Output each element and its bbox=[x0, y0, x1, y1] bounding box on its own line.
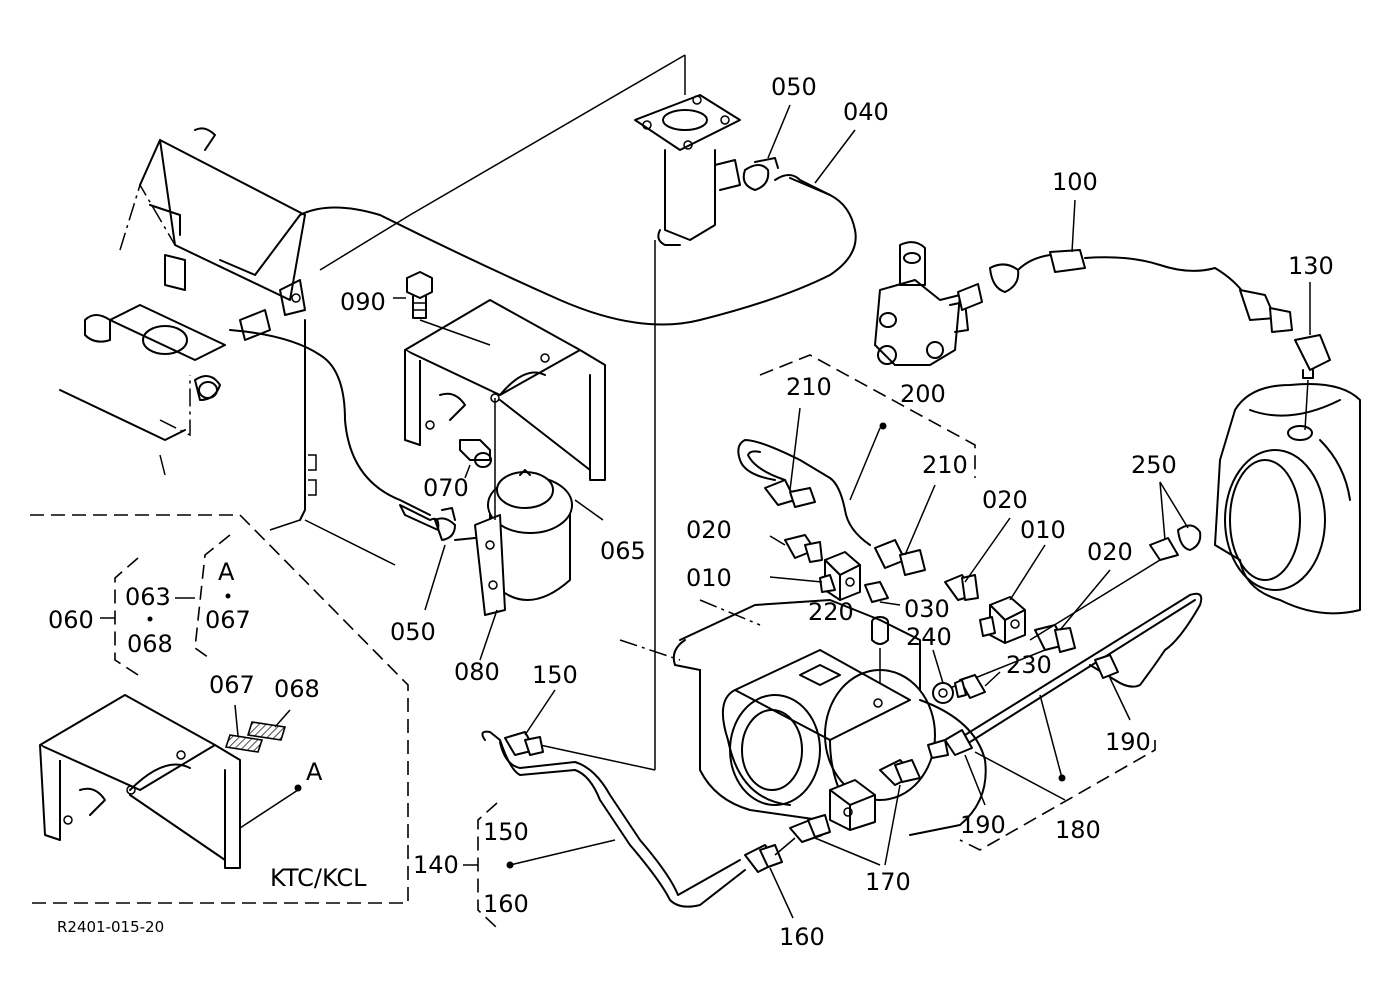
pad-068 bbox=[246, 721, 287, 741]
label-210-a: 210 bbox=[786, 373, 832, 401]
label-a-2: A bbox=[306, 758, 323, 786]
fitting-170-a bbox=[879, 759, 921, 786]
pipe-150-160 bbox=[481, 730, 796, 908]
hose-100 bbox=[957, 249, 1293, 333]
label-065: 065 bbox=[600, 537, 646, 565]
pipe-190 bbox=[964, 592, 1203, 736]
label-090: 090 bbox=[340, 288, 386, 316]
master-cylinder bbox=[634, 94, 741, 246]
inset-border bbox=[30, 514, 409, 904]
fitting-250 bbox=[1149, 524, 1202, 561]
label-160: 160 bbox=[779, 923, 825, 951]
brake-valve bbox=[874, 241, 969, 366]
group-bracket-180 bbox=[959, 740, 1156, 851]
label-230: 230 bbox=[1006, 651, 1052, 679]
label-180: 180 bbox=[1055, 816, 1101, 844]
pump-body bbox=[619, 599, 987, 836]
label-170: 170 bbox=[865, 868, 911, 896]
group-bracket-200 bbox=[759, 354, 976, 478]
label-067-a: 067 bbox=[205, 606, 251, 634]
label-010-b: 010 bbox=[1020, 516, 1066, 544]
fitting-030 bbox=[864, 581, 889, 603]
label-150-a: 150 bbox=[532, 661, 578, 689]
label-140: 140 bbox=[413, 851, 459, 879]
block-010-b bbox=[979, 596, 1026, 644]
elbow-130 bbox=[1294, 334, 1331, 379]
pedal-bracket-assembly bbox=[59, 127, 431, 566]
reservoir-080 bbox=[454, 469, 573, 616]
label-240: 240 bbox=[906, 623, 952, 651]
clamp-050-bottom bbox=[399, 504, 456, 541]
label-100: 100 bbox=[1052, 168, 1098, 196]
label-050-bottom: 050 bbox=[390, 618, 436, 646]
label-020-b: 020 bbox=[982, 486, 1028, 514]
fitting-020-c bbox=[1034, 624, 1076, 653]
hydraulic-hose bbox=[299, 177, 857, 326]
fitting-070 bbox=[459, 439, 492, 468]
label-068-a: 068 bbox=[127, 630, 173, 658]
fitting-020-a bbox=[784, 534, 823, 563]
label-020-a: 020 bbox=[686, 516, 732, 544]
label-190-a: 190 bbox=[1105, 728, 1151, 756]
label-250: 250 bbox=[1131, 451, 1177, 479]
label-200: 200 bbox=[900, 380, 946, 408]
bolt-090 bbox=[406, 271, 433, 319]
pipe-210-upper bbox=[737, 439, 926, 576]
label-063: 063 bbox=[125, 583, 171, 611]
label-210-b: 210 bbox=[922, 451, 968, 479]
fitting-190-b bbox=[927, 729, 973, 759]
fitting-170-b bbox=[789, 814, 831, 843]
label-a-1: A bbox=[218, 558, 235, 586]
fitting-230 bbox=[954, 674, 986, 699]
label-150-b: 150 bbox=[483, 818, 529, 846]
label-060: 060 bbox=[48, 606, 94, 634]
label-030: 030 bbox=[904, 595, 950, 623]
label-068-b: 068 bbox=[274, 675, 320, 703]
label-160-b: 160 bbox=[483, 890, 529, 918]
label-ktc-kcl: KTC/KCL bbox=[270, 864, 367, 892]
fitting-020-b bbox=[944, 574, 979, 601]
label-067-b: 067 bbox=[209, 671, 255, 699]
hose-040 bbox=[774, 174, 831, 196]
bracket-065 bbox=[404, 299, 606, 481]
block-010-a bbox=[819, 551, 861, 601]
axle-housing bbox=[1214, 383, 1361, 615]
label-220: 220 bbox=[808, 598, 854, 626]
label-020-c: 020 bbox=[1087, 538, 1133, 566]
label-040: 040 bbox=[843, 98, 889, 126]
pad-067 bbox=[224, 734, 264, 753]
label-080: 080 bbox=[454, 658, 500, 686]
fitting-190-a bbox=[1094, 654, 1119, 679]
washer-240 bbox=[932, 682, 954, 704]
label-070: 070 bbox=[423, 474, 469, 502]
clamp-050-top bbox=[742, 157, 779, 191]
drawing-code: R2401-015-20 bbox=[57, 918, 164, 936]
label-050-top: 050 bbox=[771, 73, 817, 101]
label-130: 130 bbox=[1288, 252, 1334, 280]
block-170 bbox=[829, 779, 876, 831]
label-010-a: 010 bbox=[686, 564, 732, 592]
part-labels: 050 040 100 130 090 210 200 210 250 020 … bbox=[48, 73, 1334, 951]
fitting-220 bbox=[871, 616, 889, 645]
label-190-b: 190 bbox=[960, 811, 1006, 839]
inset-bracket bbox=[39, 694, 241, 869]
